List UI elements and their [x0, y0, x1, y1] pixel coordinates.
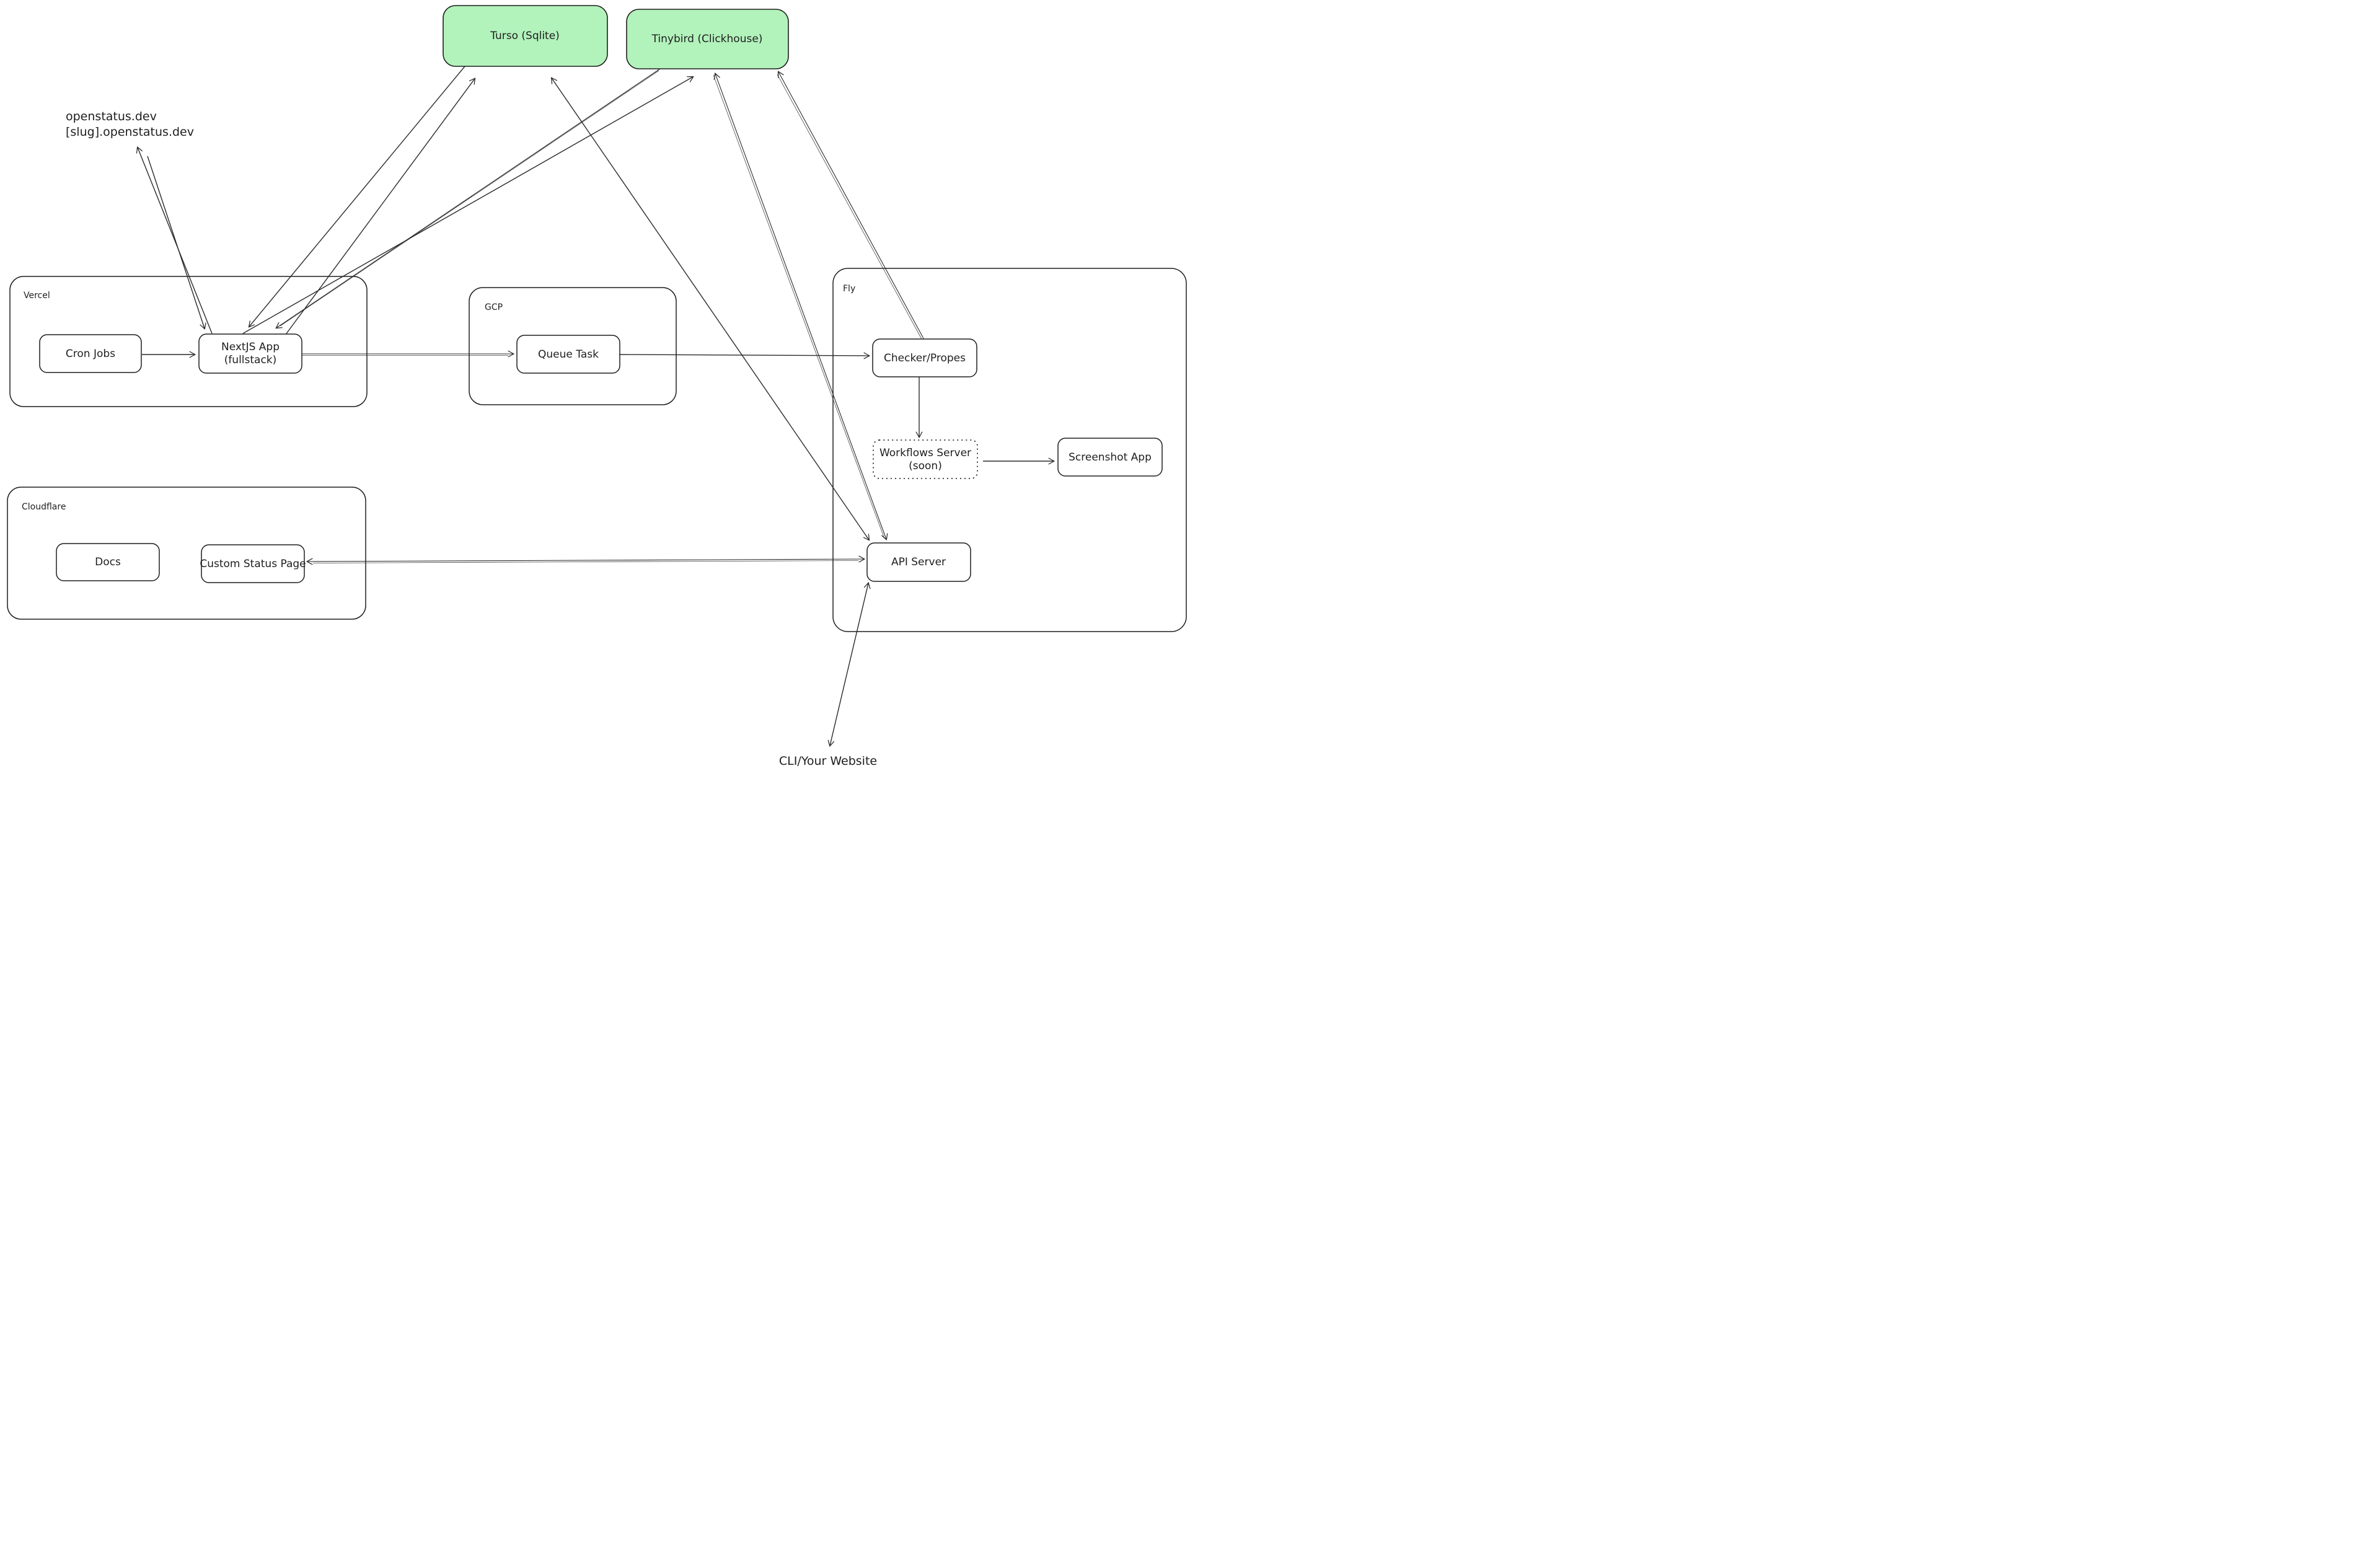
edge-nextjs-app-to-turso: [284, 77, 476, 336]
domains-label-line1: openstatus.dev: [66, 110, 157, 123]
docs-label: Docs: [95, 556, 121, 568]
domains-label-line2: [slug].openstatus.dev: [66, 125, 194, 139]
edge-checker-to-tinybird-sketch: [777, 74, 922, 340]
annotation-cli: CLI/Your Website: [779, 754, 877, 768]
turso-box: [443, 5, 608, 67]
node-api-server: API Server: [866, 542, 971, 582]
edge-api-server-to-custom-status-page: [306, 555, 866, 565]
edge-turso-to-nextjs-app: [248, 66, 465, 328]
queue-task-box: [516, 335, 620, 374]
queue-task-label: Queue Task: [538, 348, 599, 361]
vercel-container-box: [9, 276, 368, 407]
nextjs-app-label-line1: NextJS App: [221, 341, 280, 353]
screenshot-app-label: Screenshot App: [1069, 451, 1152, 464]
diagram-canvas: Vercel GCP Fly Cloudflare: [0, 0, 1190, 774]
nextjs-app-label-line2: (fullstack): [224, 354, 277, 366]
annotation-domains: openstatus.dev [slug].openstatus.dev: [66, 110, 194, 139]
node-tinybird: Tinybird (Clickhouse): [626, 9, 789, 69]
edge-turso-to-api-server: [550, 77, 870, 541]
group-vercel: Vercel: [9, 276, 368, 407]
edge-nextjs-app-to-tinybird: [242, 76, 694, 334]
node-screenshot-app: Screenshot App: [1057, 438, 1163, 477]
workflows-server-box: [873, 439, 978, 479]
edge-tinybird-to-api-server: [713, 72, 888, 541]
node-docs: Docs: [56, 543, 160, 581]
group-cloudflare: Cloudflare: [7, 487, 366, 620]
edge-tinybird-to-api-server-sketch: [713, 74, 885, 539]
workflows-server-label-line1: Workflows Server: [879, 447, 971, 459]
vercel-container-label: Vercel: [24, 291, 50, 301]
edge-api-server-to-cli: [827, 581, 871, 747]
api-server-label: API Server: [891, 556, 946, 568]
cron-jobs-box: [39, 334, 142, 373]
node-nextjs-app: NextJS App (fullstack): [198, 333, 302, 374]
api-server-box: [866, 542, 971, 582]
cli-label: CLI/Your Website: [779, 754, 877, 768]
edge-api-server-to-custom-status-page-sketch: [312, 560, 859, 563]
checker-box: [872, 338, 977, 377]
fly-container-label: Fly: [843, 284, 855, 294]
edge-checker-to-tinybird: [777, 71, 924, 339]
node-custom-status-page: Custom Status Page: [200, 544, 306, 583]
edge-nextjs-app-to-domains: [136, 146, 213, 334]
docs-box: [56, 543, 160, 581]
cloudflare-container-label: Cloudflare: [22, 502, 66, 512]
architecture-diagram-svg: Vercel GCP Fly Cloudflare: [7, 5, 1187, 768]
gcp-container-label: GCP: [485, 302, 503, 312]
edge-domains-to-nextjs-app: [147, 156, 206, 330]
edge-queue-task-to-checker: [619, 352, 871, 359]
edge-tinybird-to-nextjs-app: [275, 68, 661, 329]
nextjs-app-box: [198, 333, 302, 374]
cron-jobs-label: Cron Jobs: [66, 348, 115, 360]
screenshot-app-box: [1057, 438, 1163, 477]
tinybird-box: [626, 9, 789, 69]
checker-label: Checker/Propes: [884, 352, 966, 364]
node-checker: Checker/Propes: [872, 338, 977, 377]
custom-status-page-box: [201, 544, 305, 583]
workflows-server-label-line2: (soon): [909, 460, 942, 472]
node-turso: Turso (Sqlite): [443, 5, 608, 67]
custom-status-page-label: Custom Status Page: [200, 558, 306, 570]
tinybird-label: Tinybird (Clickhouse): [651, 33, 763, 45]
turso-label: Turso (Sqlite): [490, 30, 560, 42]
node-workflows-server: Workflows Server (soon): [873, 439, 978, 479]
node-queue-task: Queue Task: [516, 335, 620, 374]
node-cron-jobs: Cron Jobs: [39, 334, 142, 373]
cloudflare-container-box: [7, 487, 366, 620]
